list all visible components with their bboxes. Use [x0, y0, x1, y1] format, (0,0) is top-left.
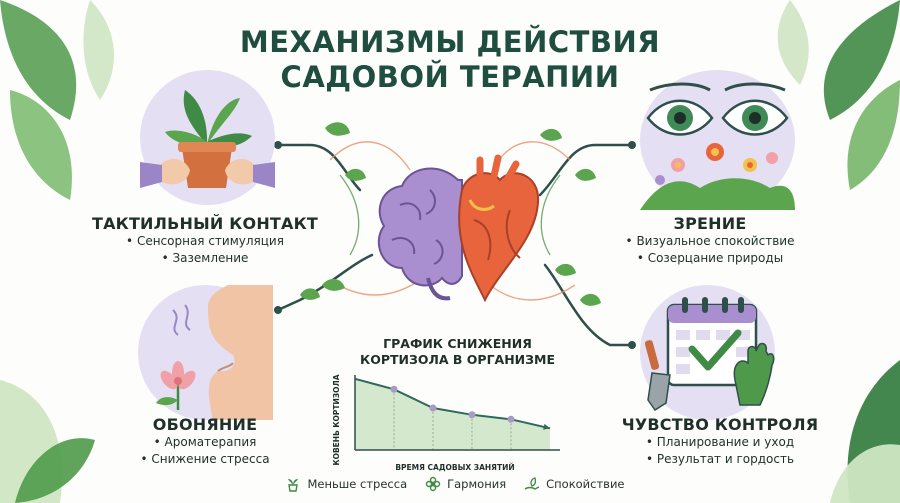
vision-item-2: • Созерцание природы	[636, 251, 784, 265]
hand-leaf-icon	[524, 477, 540, 490]
legend-item-calm: Спокойствие	[524, 476, 625, 492]
touch-item-2: • Заземление	[161, 251, 249, 265]
legend-label-calm: Спокойствие	[546, 477, 625, 491]
control-illustration	[640, 285, 775, 420]
calendar-tools-icon	[644, 297, 775, 412]
calendar-icon	[666, 297, 758, 387]
leaf-top-left-decoration	[0, 0, 114, 200]
chart-series-line	[354, 377, 551, 430]
leaf-top-right-decoration	[777, 0, 900, 190]
vision-heading: ЗРЕНИЕ	[673, 214, 747, 233]
chart-point-2	[429, 404, 437, 412]
potted-plant-icon	[288, 479, 299, 492]
chart-y-axis-label: КОВЕНЬ КОРТИЗОЛА	[332, 374, 341, 465]
legend-item-harmony: Гармония	[425, 476, 506, 492]
chart-point-1	[390, 385, 398, 393]
trowel-icon	[644, 340, 671, 412]
touch-item-1: • Сенсорная стимуляция	[126, 234, 284, 248]
leaf-bottom-left-decoration	[0, 380, 95, 503]
chart-markers	[390, 385, 515, 423]
brain-heart-illustration	[377, 154, 540, 303]
control-item-1: • Планирование и уход	[645, 435, 795, 449]
vision-illustration	[640, 70, 795, 210]
smell-heading: ОБОНЯНИЕ	[152, 415, 258, 434]
vine-touch	[276, 143, 362, 192]
control-heading: ЧУВСТВО КОНТРОЛЯ	[621, 415, 819, 434]
legend: Меньше стресса Гармония Спокойствие	[285, 472, 625, 496]
chart-title-line1: ГРАФИК СНИЖЕНИЯ	[383, 336, 532, 351]
legend-label-harmony: Гармония	[447, 477, 507, 491]
vision-item-1: • Визуальное спокойствие	[625, 234, 795, 248]
page-title-line1: МЕХАНИЗМЫ ДЕЙСТВИЯ	[239, 25, 661, 59]
legend-item-stress: Меньше стресса	[285, 476, 407, 492]
chart-point-3	[468, 411, 476, 419]
flower-icon	[425, 476, 441, 492]
control-item-2: • Результат и гордость	[645, 452, 795, 466]
vine-control	[543, 263, 634, 347]
chart-guide-lines	[393, 389, 512, 450]
eye-right-icon	[721, 99, 789, 136]
chart-arrowhead	[543, 423, 550, 430]
touch-block: ТАКТИЛЬНЫЙ КОНТАКТ • Сенсорная стимуляци…	[80, 214, 330, 267]
eye-left-icon	[646, 99, 714, 136]
cortisol-chart: КОВЕНЬ КОРТИЗОЛА ВРЕМЯ САДОВЫХ ЗАНЯТИЙ	[332, 374, 560, 472]
touch-heading: ТАКТИЛЬНЫЙ КОНТАКТ	[91, 214, 319, 233]
chart-point-4	[507, 415, 515, 423]
nose-flower-icon	[156, 285, 273, 420]
hands-plant-icon	[140, 90, 275, 188]
legend-label-stress: Меньше стресса	[307, 477, 408, 491]
brain-icon	[377, 167, 463, 301]
chart-title-line2: КОРТИЗОЛА В ОРГАНИЗМЕ	[360, 352, 555, 367]
vine-leaves	[300, 122, 601, 306]
smell-block: ОБОНЯНИЕ • Ароматерапия • Снижение стрес…	[105, 415, 305, 468]
glove-icon	[733, 342, 775, 406]
control-block: ЧУВСТВО КОНТРОЛЯ • Планирование и уход •…	[600, 415, 840, 468]
heart-icon	[458, 154, 540, 303]
vine-vision	[538, 143, 634, 197]
touch-illustration	[140, 70, 275, 205]
vision-block: ЗРЕНИЕ • Визуальное спокойствие • Созерц…	[600, 214, 820, 267]
leaf-bottom-right-decoration	[830, 360, 900, 503]
checkmark-icon	[688, 329, 742, 371]
vine-smell	[276, 253, 374, 312]
page-title-line2: САДОВОЙ ТЕРАПИИ	[280, 60, 620, 94]
smell-item-2: • Снижение стресса	[140, 452, 270, 466]
flowers-icon	[655, 143, 778, 185]
eyes-flowers-icon	[640, 82, 795, 210]
smell-item-1: • Ароматерапия	[153, 435, 257, 449]
smell-illustration	[138, 285, 273, 420]
chart-area-fill	[355, 378, 550, 450]
chart-title: ГРАФИК СНИЖЕНИЯ КОРТИЗОЛА В ОРГАНИЗМЕ	[350, 336, 565, 368]
chart-x-axis-label: ВРЕМЯ САДОВЫХ ЗАНЯТИЙ	[395, 463, 514, 472]
